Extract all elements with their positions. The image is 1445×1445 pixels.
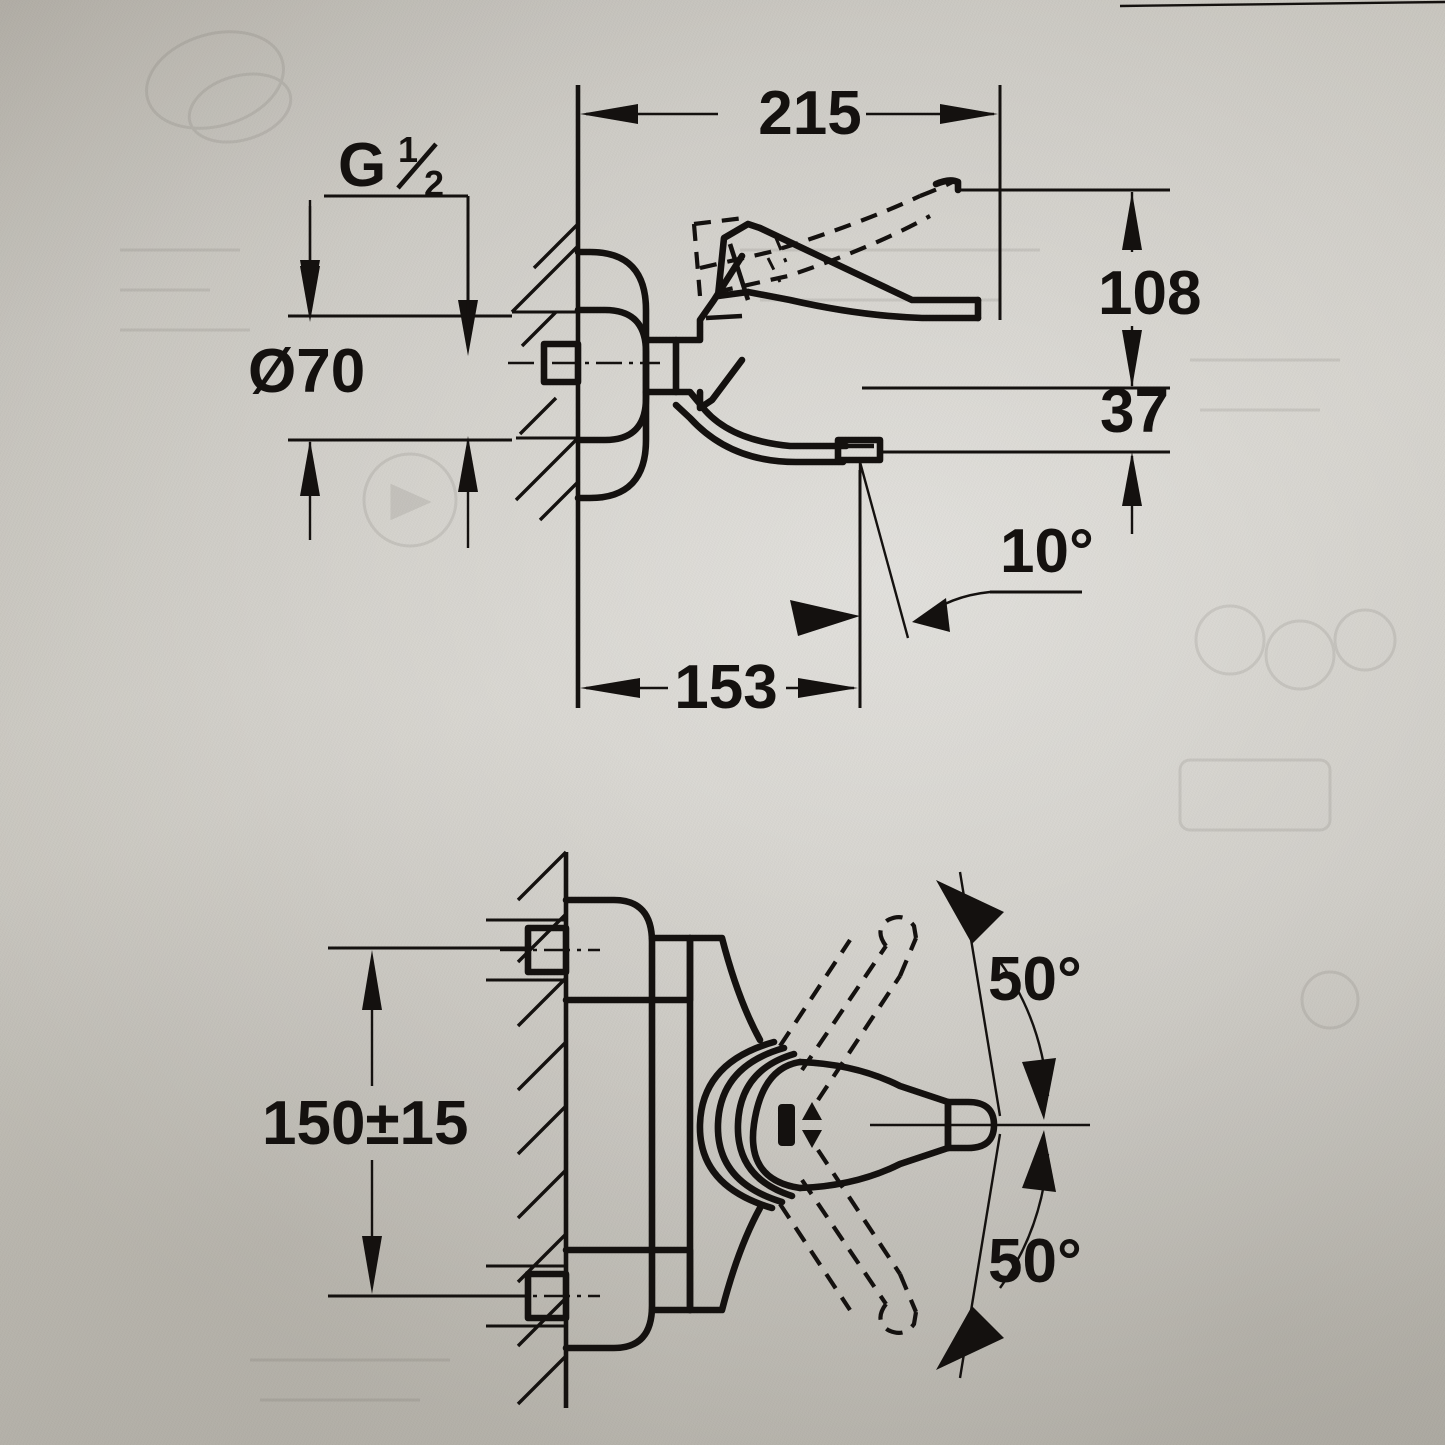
indicator-bar bbox=[778, 1104, 795, 1146]
side-view-group: 215 G 1 2 Ø70 bbox=[248, 79, 1201, 722]
arrowhead-50-up-inner bbox=[1022, 1058, 1056, 1120]
dimension-text-50-down: 50° bbox=[988, 1227, 1082, 1296]
dimension-153: 153 bbox=[576, 470, 862, 722]
arrowhead-153-right bbox=[798, 678, 858, 698]
arrowhead-215-left bbox=[580, 104, 638, 124]
dimension-text-g-sup: 1 bbox=[398, 129, 418, 170]
dimension-50-up: 50° bbox=[936, 871, 1082, 1120]
arrowhead-215-right bbox=[940, 104, 998, 124]
cartridge-dome-rings bbox=[696, 1038, 798, 1212]
dimension-108: 108 bbox=[862, 188, 1201, 390]
arrowhead-70-inner-bottom bbox=[458, 436, 478, 492]
dimension-text-50-up: 50° bbox=[988, 945, 1082, 1014]
arrowhead-153-left bbox=[580, 678, 640, 698]
connector-upper bbox=[648, 934, 694, 1004]
arrowhead-50-down-outer bbox=[936, 1306, 1004, 1370]
arrowhead-10-right bbox=[912, 598, 950, 632]
angle-ref-slanted bbox=[858, 461, 910, 639]
lever-handle-open-phantom bbox=[691, 178, 958, 297]
lever-crease-lines bbox=[705, 243, 751, 321]
indicator-arrow-down bbox=[802, 1130, 822, 1148]
dimension-215: 215 bbox=[576, 79, 1002, 320]
dimension-37: 37 bbox=[880, 377, 1170, 534]
escutcheon-body bbox=[574, 248, 650, 502]
page-edge bbox=[1119, 0, 1445, 8]
front-view-group: 150±15 50° 50° bbox=[262, 850, 1090, 1408]
s-union-nut bbox=[508, 340, 660, 386]
dimension-text-215: 215 bbox=[758, 79, 861, 148]
escutcheon-side bbox=[574, 306, 650, 444]
dimension-text-10-degrees: 10° bbox=[1000, 517, 1094, 586]
dimension-text-g: G bbox=[338, 131, 386, 200]
connector-lower bbox=[648, 1246, 694, 1314]
wall-hatching-side bbox=[510, 222, 580, 522]
lever-phantom-up bbox=[778, 915, 919, 1102]
arrowhead-50-down-inner bbox=[1022, 1130, 1056, 1192]
arrowhead-10-left bbox=[790, 600, 860, 636]
arrowhead-37-bottom bbox=[1122, 452, 1142, 506]
handle-indicator-badge bbox=[778, 1102, 822, 1148]
dimension-text-37: 37 bbox=[1100, 377, 1169, 446]
dimension-50-down: 50° bbox=[936, 1130, 1082, 1379]
lever-inner-detail-phantom bbox=[766, 237, 788, 283]
lever-open-tip bbox=[932, 177, 962, 194]
arrowhead-70-bottom bbox=[300, 440, 320, 496]
dimension-text-g-sub: 2 bbox=[424, 163, 444, 204]
dimension-text-70: Ø70 bbox=[248, 337, 365, 406]
g12-fraction-bar bbox=[396, 142, 438, 190]
dimension-10-degrees: 10° bbox=[790, 461, 1094, 706]
body-collar bbox=[642, 336, 680, 396]
arrowhead-70-top bbox=[300, 260, 320, 316]
dimension-text-150: 150±15 bbox=[262, 1089, 468, 1158]
lever-phantom-down bbox=[778, 1148, 919, 1335]
spout-aerator bbox=[834, 436, 884, 464]
mixer-body-side bbox=[672, 252, 850, 466]
escutcheon-upper-front bbox=[562, 896, 656, 1004]
dimension-text-153: 153 bbox=[674, 653, 777, 722]
dimension-g-half: G 1 2 bbox=[300, 129, 478, 356]
dimension-d70: Ø70 bbox=[248, 200, 512, 548]
arrowhead-108-bottom bbox=[1122, 330, 1142, 388]
dimension-text-108: 108 bbox=[1098, 259, 1201, 328]
indicator-arrow-up bbox=[802, 1102, 822, 1120]
wall-surface-marks bbox=[512, 310, 578, 440]
escutcheon-lower-front bbox=[562, 1246, 656, 1352]
arrowhead-150-top bbox=[362, 950, 382, 1010]
s-union-nut-upper bbox=[486, 918, 600, 982]
arrowhead-108-top bbox=[1122, 192, 1142, 250]
arrowhead-50-up-outer bbox=[936, 880, 1004, 944]
dimension-150: 150±15 bbox=[262, 946, 528, 1298]
lever-handle-closed bbox=[714, 220, 982, 322]
arrowhead-150-bottom bbox=[362, 1236, 382, 1294]
mixer-body-front bbox=[686, 934, 764, 1314]
